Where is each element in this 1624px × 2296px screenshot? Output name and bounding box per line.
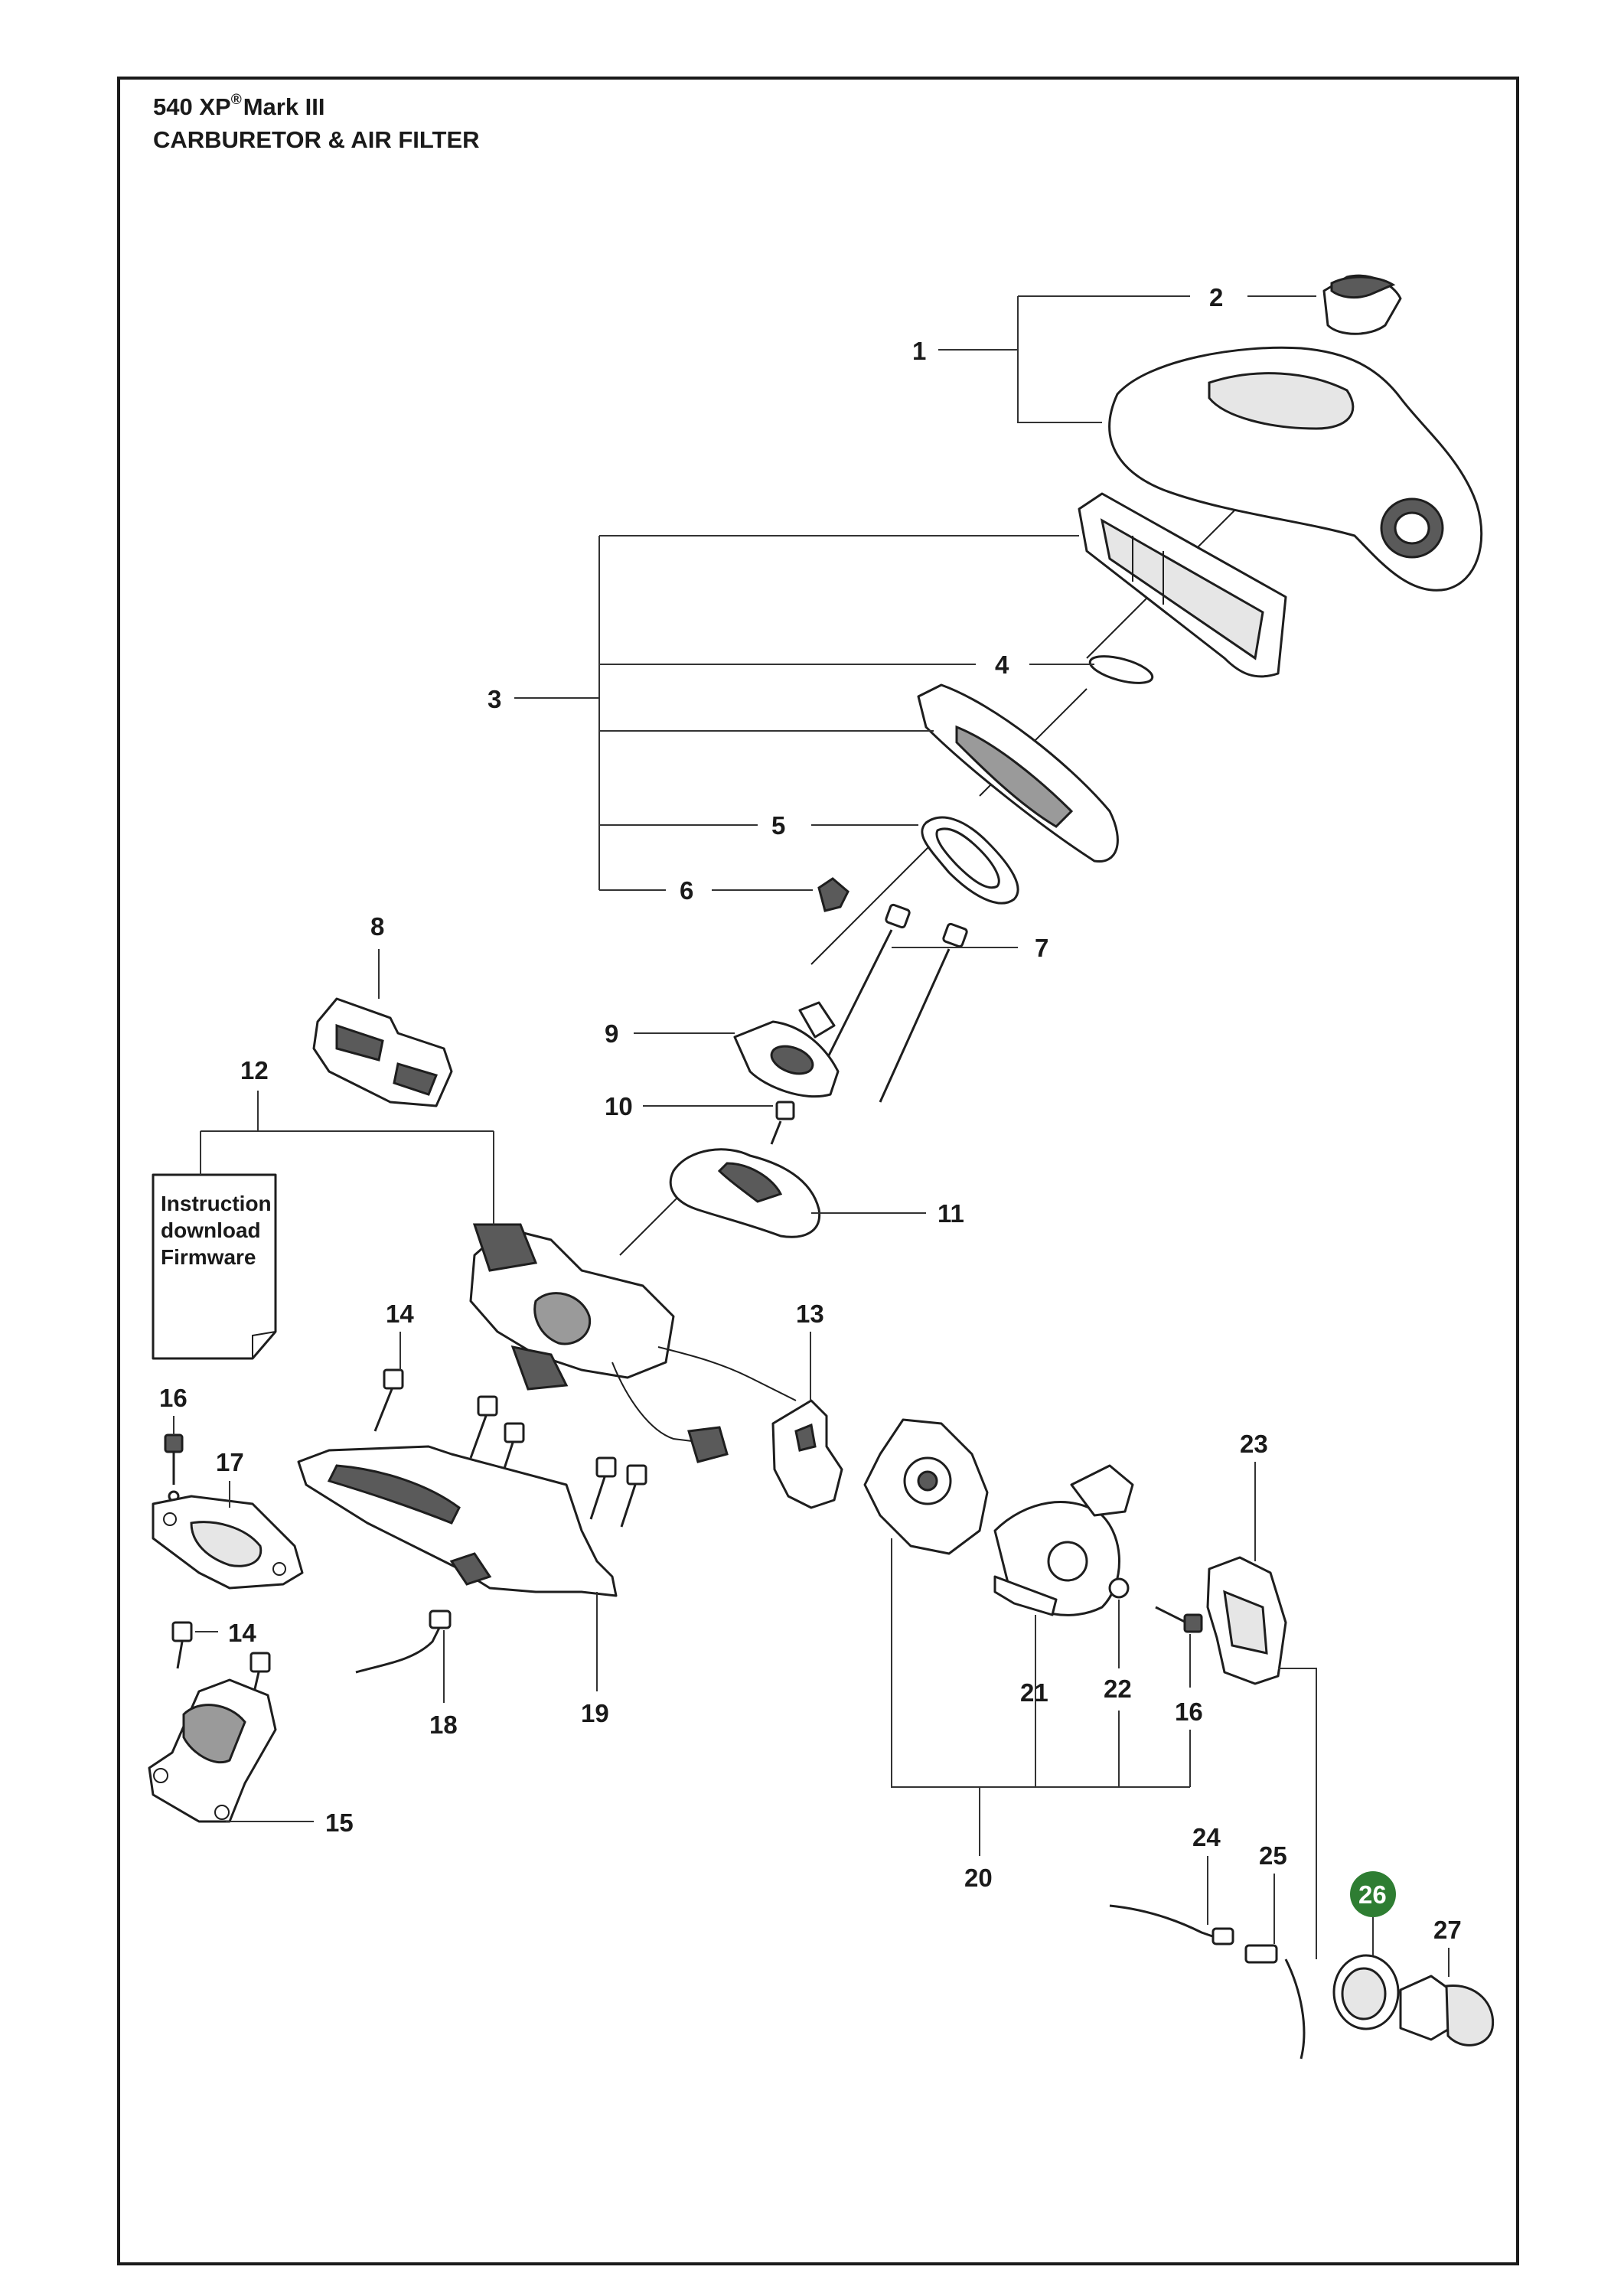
- callout-26: 26: [1358, 1880, 1387, 1909]
- part-10-small-screw[interactable]: [770, 1101, 795, 1145]
- part-20-pump-assembly[interactable]: [863, 1418, 1134, 1616]
- part-6-plug[interactable]: [817, 877, 850, 912]
- drawing-frame: [117, 77, 1519, 2265]
- part-18-fuel-hose-elbow[interactable]: [355, 1609, 452, 1674]
- note-line-3: Firmware: [161, 1245, 256, 1269]
- instruction-document-note[interactable]: Instruction download Firmware: [152, 1173, 277, 1360]
- model-name: 540 XP: [153, 93, 231, 120]
- part-15-intake-manifold[interactable]: [148, 1678, 277, 1823]
- part-22-washer[interactable]: [1108, 1577, 1130, 1599]
- part-12-carburetor-assembly[interactable]: [469, 1223, 797, 1463]
- callout-10: 10: [605, 1092, 633, 1120]
- note-line-1: Instruction: [161, 1192, 272, 1215]
- part-19-carburetor-base[interactable]: [297, 1445, 618, 1597]
- section-title: CARBURETOR & AIR FILTER: [153, 126, 480, 153]
- part-13-bracket[interactable]: [771, 1399, 843, 1509]
- callout-1: 1: [912, 337, 926, 365]
- part-25-return-hose[interactable]: [1244, 1944, 1306, 2060]
- callout-21: 21: [1020, 1678, 1048, 1707]
- part-1-air-filter-cover[interactable]: [1108, 346, 1483, 592]
- callout-22: 22: [1104, 1675, 1132, 1703]
- callout-2: 2: [1209, 283, 1223, 311]
- part-3-air-filter[interactable]: [1078, 492, 1287, 678]
- note-line-2: download: [161, 1218, 261, 1242]
- part-5-gasket[interactable]: [921, 816, 1019, 905]
- callout-11: 11: [938, 1199, 964, 1228]
- part-16-screw-left[interactable]: [164, 1433, 184, 1502]
- callout-3: 3: [488, 685, 501, 713]
- part-24-fuel-hose[interactable]: [1109, 1904, 1234, 1945]
- part-14-screws-upper[interactable]: [373, 1368, 647, 1528]
- callout-25: 25: [1259, 1841, 1287, 1870]
- model-title: 540 XP®Mark III: [153, 92, 325, 121]
- callout-9: 9: [605, 1019, 618, 1048]
- part-27-primer-bulb[interactable]: [1399, 1975, 1495, 2047]
- part-2-cover-knob[interactable]: [1322, 274, 1402, 335]
- part-26-retaining-ring[interactable]: [1332, 1954, 1400, 2030]
- callout-17: 17: [216, 1448, 244, 1476]
- model-suffix: Mark III: [243, 93, 325, 120]
- part-3-filter-holder-plate[interactable]: [917, 683, 1119, 863]
- callout-7: 7: [1035, 934, 1048, 962]
- callout-24: 24: [1192, 1823, 1221, 1851]
- part-4-seal-ring[interactable]: [1088, 651, 1155, 689]
- callout-14-lower: 14: [228, 1619, 256, 1647]
- callout-20: 20: [964, 1864, 993, 1892]
- callout-4: 4: [995, 651, 1009, 679]
- part-23-pump-cover[interactable]: [1206, 1556, 1287, 1685]
- callout-15: 15: [325, 1808, 354, 1837]
- callout-16-right: 16: [1175, 1698, 1203, 1726]
- callout-labels: 1 2 3 4 5 6 7 8 9 10 11 12 13 14 14 15 1…: [159, 283, 1462, 1944]
- callout-5: 5: [771, 811, 785, 840]
- callout-23: 23: [1240, 1430, 1268, 1458]
- callout-18: 18: [429, 1711, 458, 1739]
- part-11-carburetor-cover[interactable]: [669, 1148, 821, 1238]
- callout-8: 8: [370, 912, 384, 941]
- leader-lines: [173, 295, 1450, 1977]
- part-9-intake-adapter[interactable]: [733, 1001, 840, 1098]
- part-21-lever[interactable]: [993, 1575, 1058, 1616]
- part-7-long-screws[interactable]: [821, 903, 968, 1103]
- callout-12: 12: [240, 1056, 269, 1084]
- registered-mark: ®: [230, 92, 242, 108]
- callout-14-upper: 14: [386, 1300, 414, 1328]
- callout-19: 19: [581, 1699, 609, 1727]
- part-17-gasket-plate[interactable]: [152, 1495, 304, 1590]
- callout-16-left: 16: [159, 1384, 188, 1412]
- part-16-screw-right[interactable]: [1155, 1606, 1203, 1633]
- callout-26-badge: [1350, 1871, 1396, 1917]
- part-8-connector-clip[interactable]: [312, 997, 453, 1107]
- part-14-screws-lower[interactable]: [171, 1621, 271, 1700]
- callout-13: 13: [796, 1300, 824, 1328]
- callout-6: 6: [680, 876, 693, 905]
- callout-27: 27: [1433, 1916, 1462, 1944]
